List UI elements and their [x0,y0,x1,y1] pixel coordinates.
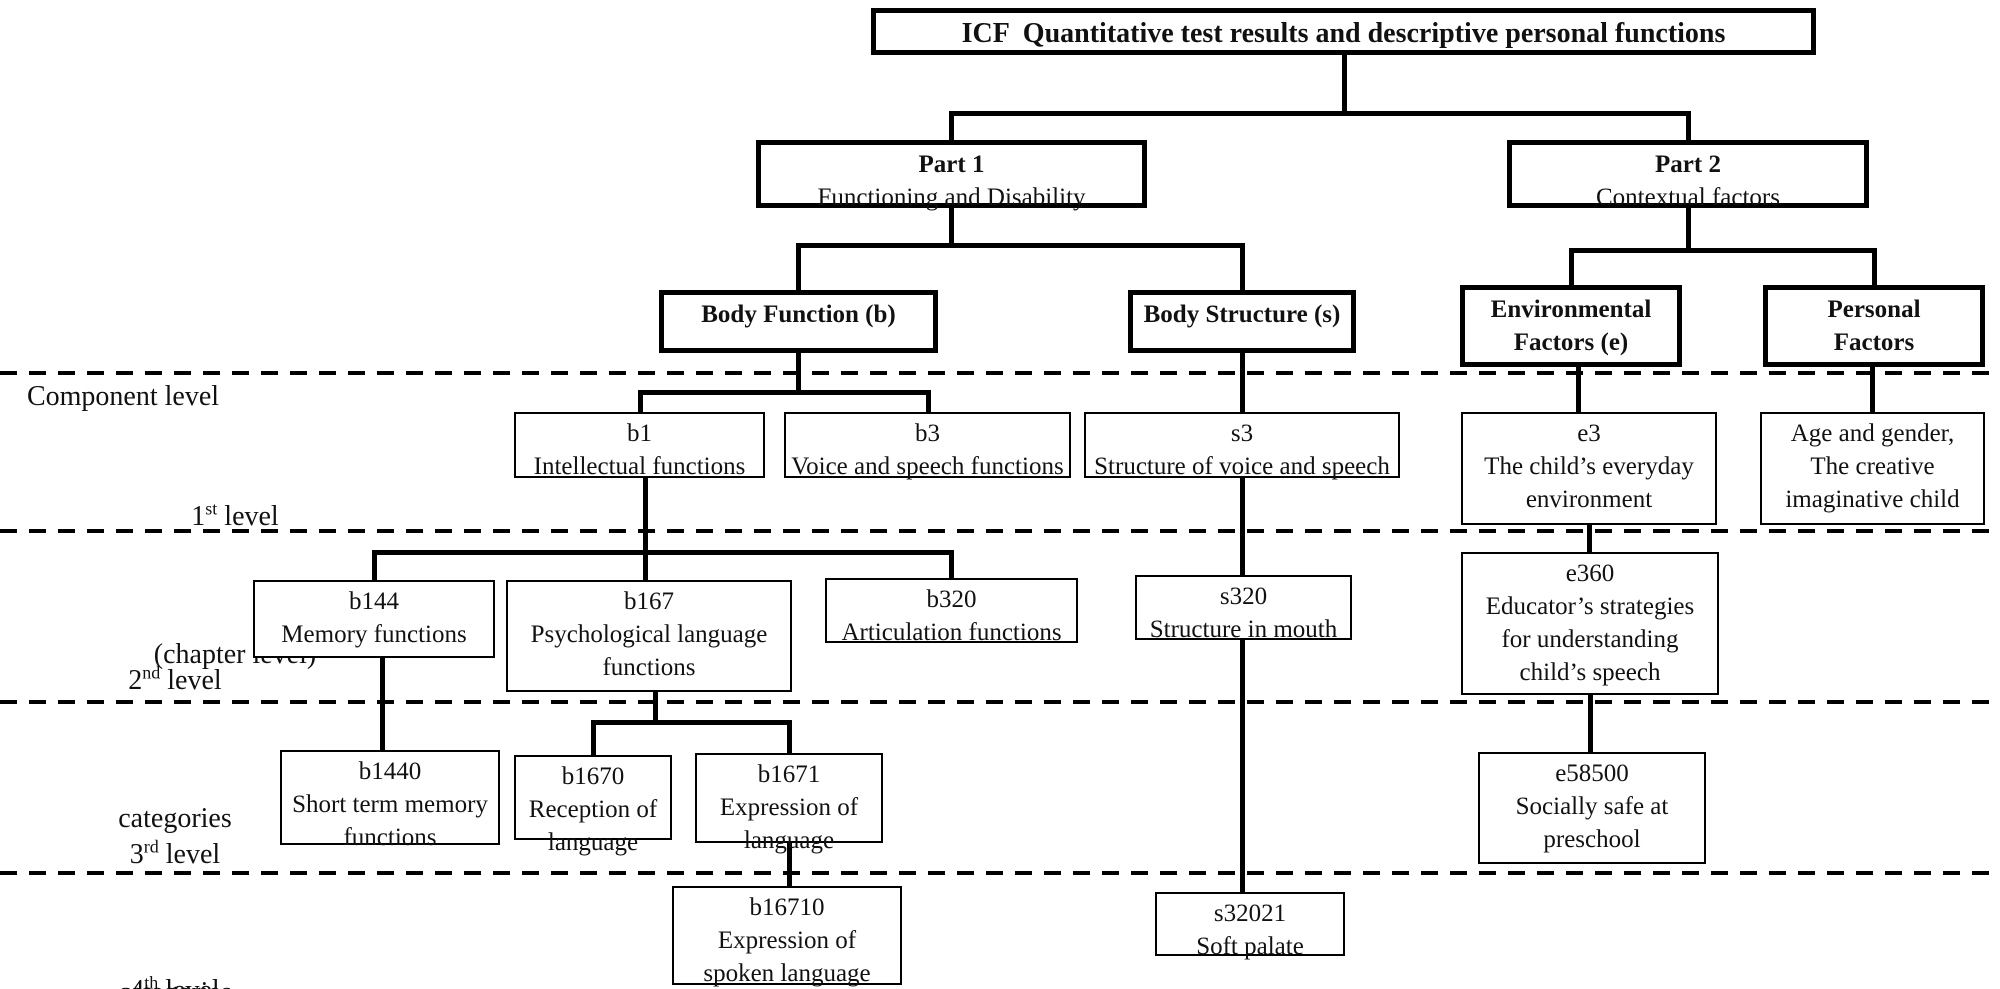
connector [372,550,377,580]
node-s3: s3 Structure of voice and speech [1084,412,1400,480]
connector [787,720,792,753]
connector [1569,248,1574,285]
node-part1: Part 1 Functioning and Disability [756,140,1147,211]
connector [949,550,954,578]
connector [1588,695,1593,752]
connector [372,550,954,555]
connector [796,243,801,290]
node-b3: b3 Voice and speech functions [784,412,1071,480]
connector [1342,55,1347,113]
connector [1686,208,1691,250]
level-divider-1 [0,371,2000,375]
node-body-structure: Body Structure (s) [1128,290,1356,353]
connector [949,208,954,245]
row-label-2nd-level: 2nd level categories [118,662,232,834]
connector [1240,243,1245,290]
connector [1240,640,1245,892]
node-e360: e360 Educator’s strategies for understan… [1461,552,1719,695]
connector [949,111,954,140]
connector [1872,248,1877,285]
node-b1: b1 Intellectual functions [514,412,765,480]
node-b167: b167 Psychological language functions [506,580,792,692]
level-divider-3 [0,700,2000,704]
connector [643,478,648,580]
connector [591,720,792,725]
connector [638,390,643,412]
node-environmental-factors: Environmental Factors (e) [1460,285,1682,367]
level-divider-4 [0,871,2000,875]
node-s32021: s32021 Soft palate [1155,892,1345,960]
connector [1576,367,1581,412]
connector [926,390,931,412]
connector [1569,248,1877,253]
node-e58500: e58500 Socially safe at preschool [1478,752,1706,864]
node-b320: b320 Articulation functions [825,578,1078,646]
node-title: ICF Quantitative test results and descri… [871,8,1816,55]
connector [653,692,658,722]
connector [638,390,931,395]
node-body-function: Body Function (b) [659,290,938,353]
row-label-component-level: Component level [26,381,220,412]
node-b16710: b16710 Expression of spoken language [672,886,902,987]
node-b144: b144 Memory functions [253,580,495,658]
level-divider-2 [0,529,2000,533]
connector [787,843,792,886]
node-s320: s320 Structure in mouth [1135,575,1352,643]
connector [380,658,385,750]
connector [1240,478,1245,575]
connector [1870,367,1875,412]
connector [949,111,1691,116]
connector [591,720,596,755]
row-label-3rd-level: 3rd level categories [118,836,232,989]
connector [796,243,1245,248]
connector [1240,353,1245,412]
node-part2: Part 2 Contextual factors [1507,140,1869,211]
node-personal-factors: Personal Factors [1763,285,1985,367]
node-age-gender: Age and gender, The creative imaginative… [1760,412,1985,525]
connector [796,353,801,392]
node-e3: e3 The child’s everyday environment [1461,412,1717,525]
node-b1670: b1670 Reception of language [514,755,672,856]
connector [1587,525,1592,552]
node-b1440: b1440 Short term memory functions [280,750,500,851]
node-b1671: b1671 Expression of language [695,753,883,854]
row-label-4th-level: 4th level categories [130,972,219,989]
connector [1686,111,1691,140]
